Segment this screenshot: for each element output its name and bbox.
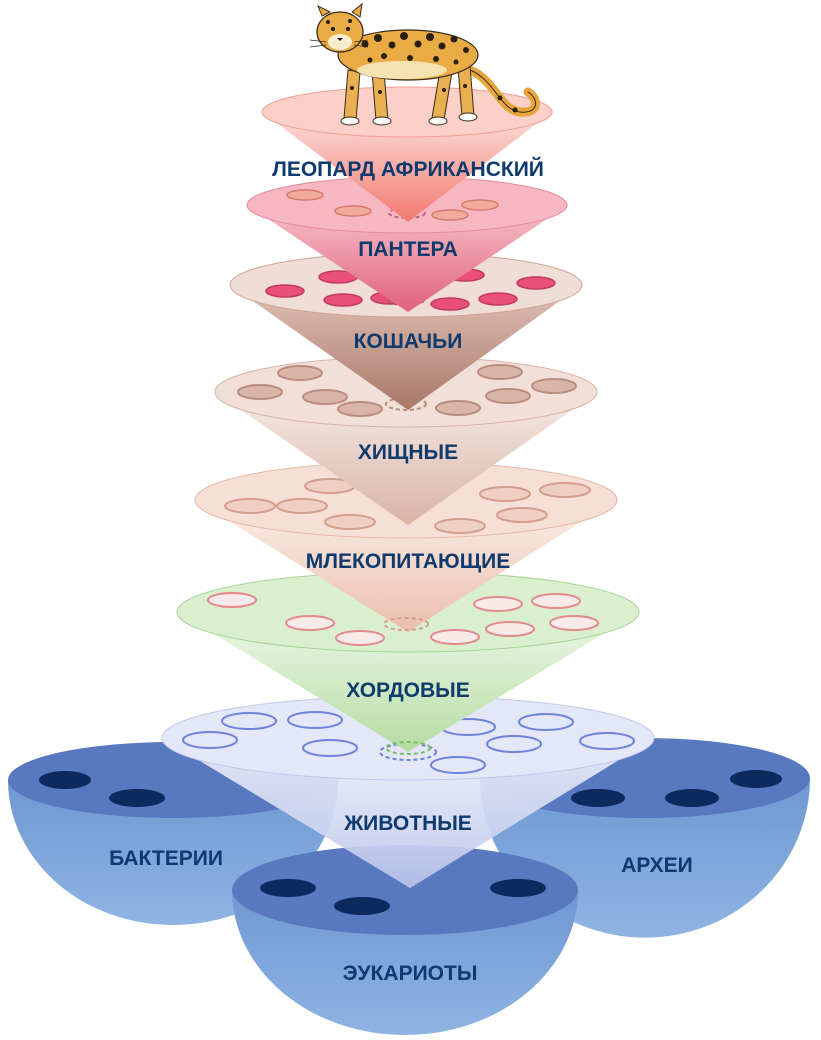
cone-leopard (261, 86, 553, 222)
bowl-hole (260, 879, 316, 897)
label-eukaryotes: ЭУКАРИОТЫ (343, 962, 478, 985)
label-mammals: МЛЕКОПИТАЮЩИЕ (306, 550, 510, 573)
bowl-hole (730, 770, 782, 788)
bowl-hole (39, 771, 91, 789)
label-animals: ЖИВОТНЫЕ (343, 812, 472, 835)
cone-panthera (246, 176, 568, 312)
bowl-hole (665, 789, 719, 807)
bowl-hole (571, 789, 625, 807)
cone-chordates (176, 571, 640, 755)
cone-carnivores (214, 356, 598, 525)
label-carnivores: ХИЩНЫЕ (358, 441, 458, 464)
cone-mammals (194, 461, 618, 632)
label-archaea: АРХЕИ (621, 854, 692, 877)
label-felidae: КОШАЧЬИ (354, 330, 463, 353)
label-leopard: ЛЕОПАРД АФРИКАНСКИЙ (272, 157, 544, 181)
label-chordates: ХОРДОВЫЕ (346, 679, 470, 702)
bowl-eukaryotes (232, 845, 578, 1035)
bowl-hole (490, 879, 546, 897)
label-bacteria: БАКТЕРИИ (109, 847, 223, 870)
bowl-hole (109, 789, 165, 807)
bowl-hole (334, 897, 390, 915)
leopard-illustration (309, 2, 540, 126)
label-panthera: ПАНТЕРА (358, 238, 458, 261)
